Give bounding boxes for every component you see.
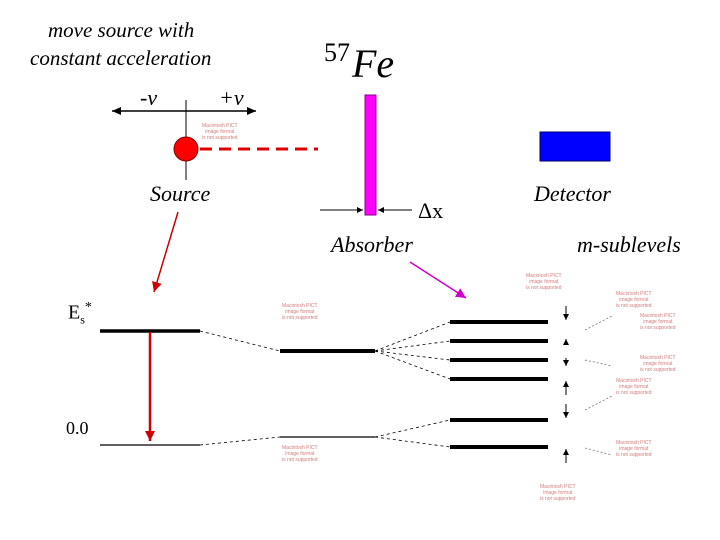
leader-dash-2 [584, 359, 613, 367]
unsupported-image-placeholder: Macintosh PICT image format is not suppo… [640, 313, 676, 331]
placeholder-line-1: Macintosh PICT [282, 303, 318, 309]
placeholder-line-1: Macintosh PICT [640, 313, 676, 319]
absorber-bar [364, 94, 377, 216]
excited-state-base: E [68, 301, 81, 324]
detector-box [539, 131, 611, 162]
detector-label: Detector [534, 181, 611, 206]
placeholder-line-2: image format [529, 279, 559, 285]
placeholder-line-3: is not supported [540, 496, 576, 502]
unsupported-image-placeholder: Macintosh PICT image format is not suppo… [282, 303, 318, 321]
leader-dash-1 [584, 315, 613, 331]
placeholder-line-3: is not supported [616, 303, 652, 309]
plus-v-label: +v [219, 85, 244, 110]
placeholder-line-1: Macintosh PICT [526, 273, 562, 279]
placeholder-line-2: image format [643, 361, 673, 367]
source-pointer-arrow [152, 211, 179, 293]
placeholder-line-2: image format [285, 451, 315, 457]
placeholder-line-2: image format [619, 446, 649, 452]
isotope-mass-number: 57 [324, 38, 350, 67]
placeholder-line-1: Macintosh PICT [540, 484, 576, 490]
placeholder-line-1: Macintosh PICT [616, 440, 652, 446]
m-sublevels-label: m-sublevels [577, 232, 681, 257]
unsupported-image-placeholder: Macintosh PICT image format is not suppo… [616, 378, 652, 396]
unsupported-image-placeholder: Macintosh PICT image format is not suppo… [282, 445, 318, 463]
placeholder-line-1: Macintosh PICT [616, 378, 652, 384]
unsupported-image-placeholder: Macintosh PICT image format is not suppo… [540, 484, 576, 502]
source-ball [173, 136, 199, 162]
constant-acceleration-label: constant acceleration [30, 46, 212, 70]
minus-v-label: -v [140, 85, 158, 110]
isotope-symbol: Fe [352, 41, 395, 86]
placeholder-line-3: is not supported [616, 390, 652, 396]
placeholder-line-3: is not supported [202, 135, 238, 141]
placeholder-line-2: image format [643, 319, 673, 325]
placeholder-line-1: Macintosh PICT [616, 291, 652, 297]
absorber-pointer-arrow [409, 261, 467, 299]
unsupported-image-placeholder: Macintosh PICT image format is not suppo… [616, 440, 652, 458]
placeholder-line-2: image format [285, 309, 315, 315]
fan-ground-1 [374, 419, 451, 438]
placeholder-line-3: is not supported [616, 452, 652, 458]
excited-state-sup: * [84, 300, 92, 315]
placeholder-line-1: Macintosh PICT [640, 355, 676, 361]
placeholder-line-2: image format [619, 384, 649, 390]
excited-state-label: Es* [68, 300, 92, 328]
placeholder-line-3: is not supported [640, 367, 676, 373]
placeholder-line-1: Macintosh PICT [282, 445, 318, 451]
source-label: Source [150, 181, 211, 206]
placeholder-line-2: image format [205, 129, 235, 135]
unsupported-image-placeholder: Macintosh PICT image format is not suppo… [202, 123, 238, 141]
leader-dash-3 [584, 395, 613, 411]
ground-state-label: 0.0 [66, 418, 89, 438]
placeholder-line-1: Macintosh PICT [202, 123, 238, 129]
unsupported-image-placeholder: Macintosh PICT image format is not suppo… [616, 291, 652, 309]
fan-excited-1 [374, 321, 451, 352]
placeholder-line-2: image format [543, 490, 573, 496]
fan-excited-4 [374, 350, 451, 380]
placeholder-line-3: is not supported [640, 325, 676, 331]
placeholder-line-3: is not supported [526, 285, 562, 291]
placeholder-line-3: is not supported [282, 315, 318, 321]
absorber-label: Absorber [331, 232, 413, 257]
connector-excited [199, 330, 281, 352]
unsupported-image-placeholder: Macintosh PICT image format is not suppo… [526, 273, 562, 291]
fan-ground-2 [374, 436, 451, 448]
unsupported-image-placeholder: Macintosh PICT image format is not suppo… [640, 355, 676, 373]
connector-ground [199, 436, 281, 446]
excited-state-sub: s [80, 312, 85, 327]
placeholder-line-2: image format [619, 297, 649, 303]
move-source-label: move source with [48, 18, 195, 42]
fan-excited-2 [374, 340, 451, 352]
thickness-label: Δx [418, 198, 444, 223]
placeholder-line-3: is not supported [282, 457, 318, 463]
fan-excited-3 [374, 350, 451, 361]
leader-dash-4 [584, 447, 613, 456]
